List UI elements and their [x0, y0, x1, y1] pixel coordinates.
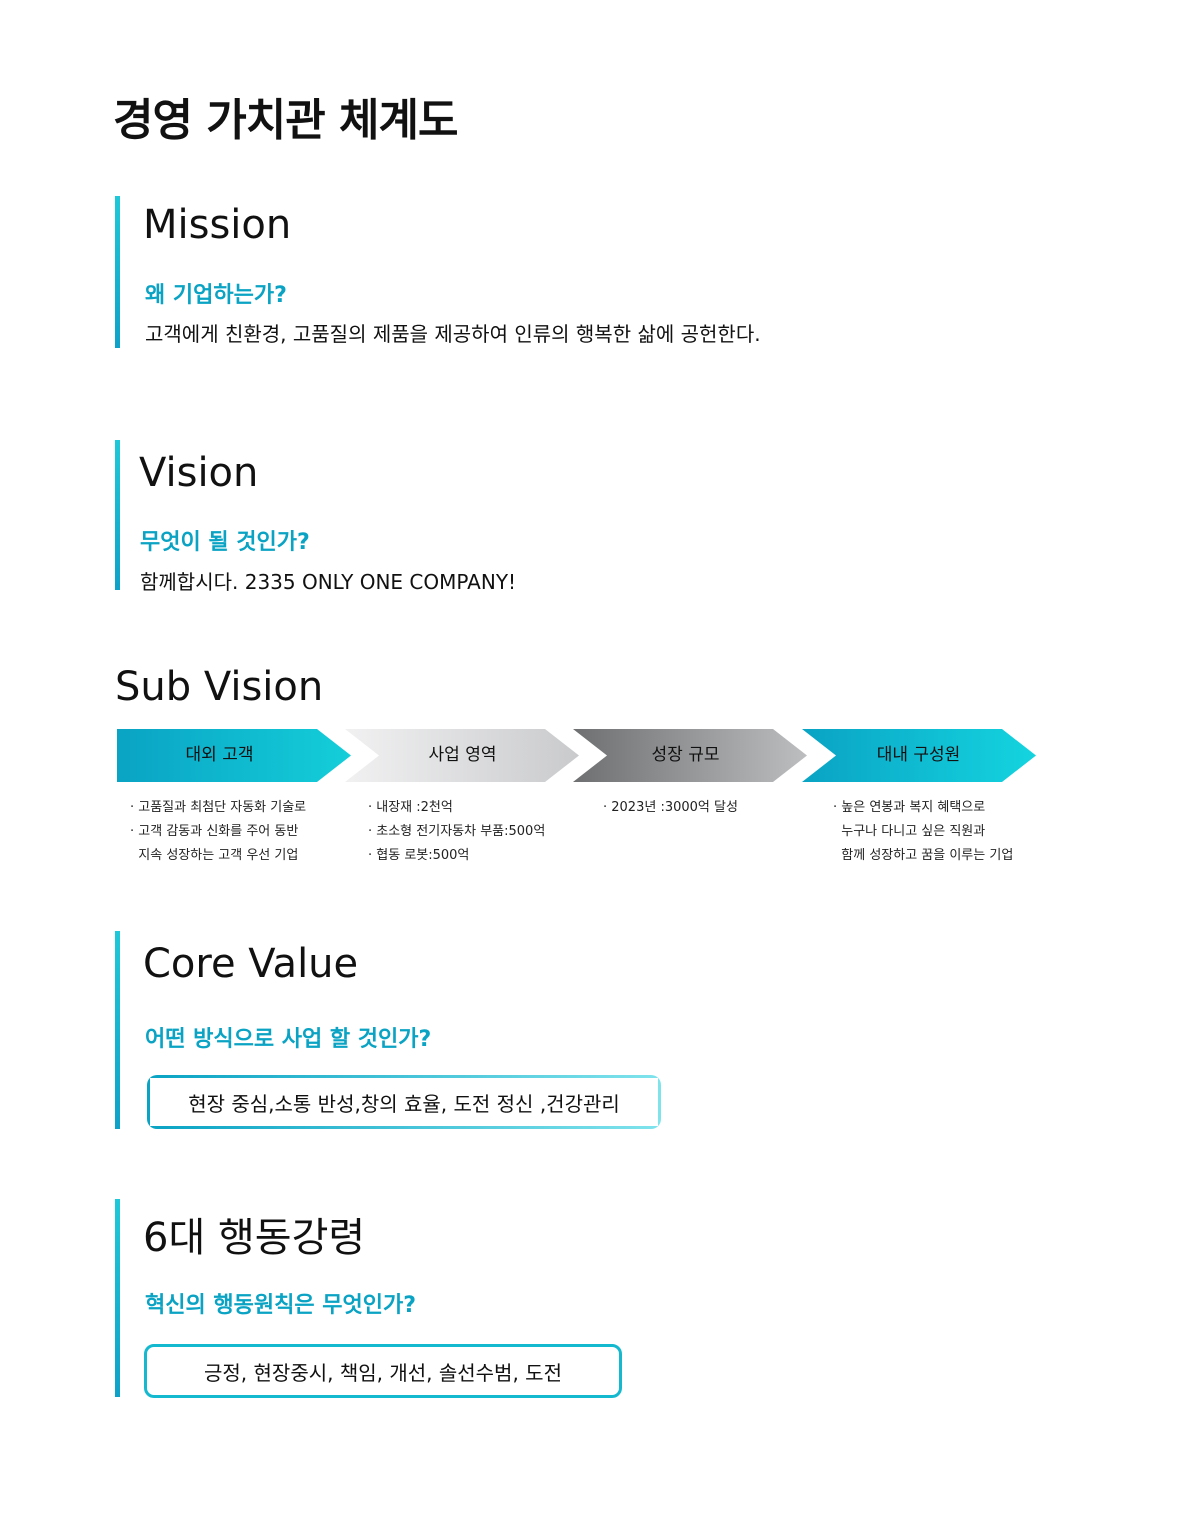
mission-accent-bar [115, 196, 120, 348]
sub-vision-details-customer: · 고품질과 최첨단 자동화 기술로 · 고객 감동과 신화를 주어 동반 지속… [130, 796, 306, 868]
detail-line: · 협동 로봇:500억 [368, 848, 470, 863]
vision-question: 무엇이 될 것인가? [140, 530, 310, 555]
action-guidelines-question: 혁신의 행동원칙은 무엇인가? [145, 1293, 416, 1318]
detail-line: · 고객 감동과 신화를 주어 동반 [130, 824, 299, 839]
core-value-title: Core Value [143, 941, 359, 987]
mission-text: 고객에게 친환경, 고품질의 제품을 제공하여 인류의 행복한 삶에 공헌한다. [145, 322, 761, 346]
sub-vision-step-label: 사업 영역 [428, 745, 497, 765]
sub-vision-details-growth: · 2023년 :3000억 달성 [603, 796, 738, 820]
sub-vision-step-customer [117, 729, 351, 782]
action-guidelines-title: 6대 행동강령 [143, 1215, 366, 1261]
sub-vision-step-label: 성장 규모 [651, 745, 720, 765]
sub-vision-step-label: 대내 구성원 [876, 745, 961, 765]
action-guidelines-section: 6대 행동강령 혁신의 행동원칙은 무엇인가? [115, 1199, 915, 1397]
mission-question: 왜 기업하는가? [145, 283, 287, 308]
sub-vision-title: Sub Vision [115, 664, 324, 710]
vision-text: 함께합시다. 2335 ONLY ONE COMPANY! [140, 570, 517, 594]
core-value-text: 현장 중심,소통 반성,창의 효율, 도전 정신 ,건강관리 [188, 1091, 620, 1116]
action-guidelines-text: 긍정, 현장중시, 책임, 개선, 솔선수범, 도전 [204, 1360, 562, 1385]
sub-vision-step-label: 대외 고객 [185, 745, 254, 765]
detail-line: · 초소형 전기자동차 부품:500억 [368, 824, 546, 839]
core-value-box: 현장 중심,소통 반성,창의 효율, 도전 정신 ,건강관리 [147, 1075, 661, 1129]
core-value-question: 어떤 방식으로 사업 할 것인가? [145, 1027, 432, 1052]
sub-vision-step-business [345, 729, 579, 782]
sub-vision-details-employee: · 높은 연봉과 복지 혜택으로 누구나 다니고 싶은 직원과 함께 성장하고 … [833, 796, 1013, 868]
detail-line: · 내장재 :2천억 [368, 800, 453, 815]
sub-vision-step-employee [802, 729, 1036, 782]
core-value-accent-bar [115, 931, 120, 1129]
action-guidelines-accent-bar [115, 1199, 120, 1397]
detail-line: 지속 성장하는 고객 우선 기업 [130, 848, 299, 863]
vision-title: Vision [139, 450, 259, 496]
sub-vision-details-business: · 내장재 :2천억 · 초소형 전기자동차 부품:500억 · 협동 로봇:5… [368, 796, 545, 868]
detail-line: · 높은 연봉과 복지 혜택으로 [833, 800, 986, 815]
detail-line: 누구나 다니고 싶은 직원과 [833, 824, 986, 839]
vision-accent-bar [115, 440, 120, 590]
core-value-section: Core Value 어떤 방식으로 사업 할 것인가? [115, 931, 915, 1129]
mission-section: Mission 왜 기업하는가? 고객에게 친환경, 고품질의 제품을 제공하여… [115, 196, 915, 348]
detail-line: · 2023년 :3000억 달성 [603, 800, 738, 815]
action-guidelines-box: 긍정, 현장중시, 책임, 개선, 솔선수범, 도전 [144, 1344, 622, 1398]
vision-section: Vision 무엇이 될 것인가? 함께합시다. 2335 ONLY ONE C… [115, 440, 915, 594]
page-title: 경영 가치관 체계도 [113, 95, 458, 146]
mission-title: Mission [143, 202, 292, 248]
sub-vision-step-growth [573, 729, 807, 782]
detail-line: · 고품질과 최첨단 자동화 기술로 [130, 800, 307, 815]
detail-line: 함께 성장하고 꿈을 이루는 기업 [833, 848, 1014, 863]
